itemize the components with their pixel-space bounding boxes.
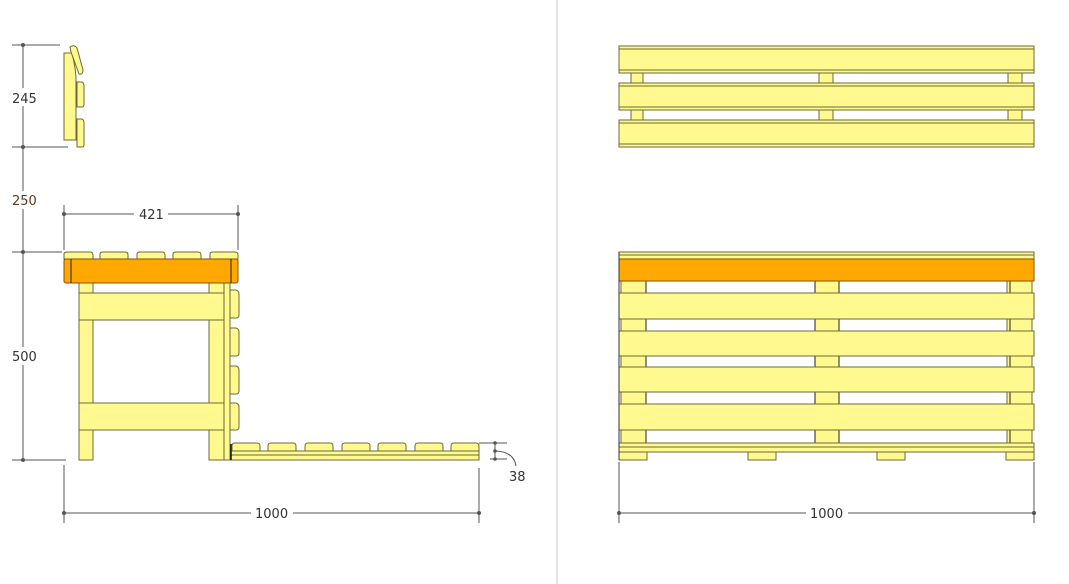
side-length-dimension: 1000 xyxy=(62,465,481,523)
backrest-side xyxy=(63,45,85,148)
thickness-dimension: 38 xyxy=(479,441,526,485)
vertical-dimension: 245 250 500 xyxy=(8,43,68,462)
dim-1000-front: 1000 xyxy=(810,507,843,522)
dim-250: 250 xyxy=(12,194,37,209)
side-view: 245 250 500 421 xyxy=(8,43,526,523)
seat-side xyxy=(63,251,240,461)
dim-421: 421 xyxy=(139,208,164,223)
seat-depth-dimension: 421 xyxy=(62,205,240,250)
backrest-front-view xyxy=(618,45,1035,148)
dim-245: 245 xyxy=(12,92,37,107)
front-length-dimension: 1000 xyxy=(617,462,1036,523)
dim-1000-side: 1000 xyxy=(255,507,288,522)
dim-38: 38 xyxy=(509,470,526,485)
bench-front-view xyxy=(618,251,1035,461)
floor-boards-side xyxy=(230,442,480,461)
dim-500: 500 xyxy=(12,350,37,365)
